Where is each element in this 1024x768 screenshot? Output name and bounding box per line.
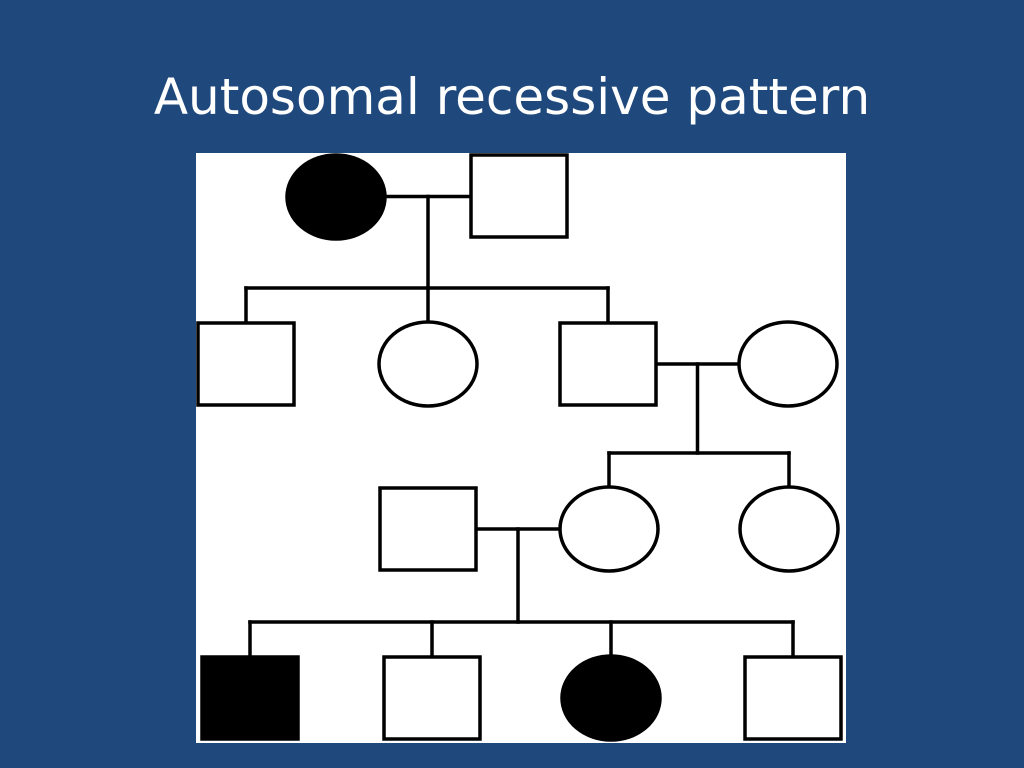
affected-male-iv-1 — [200, 655, 300, 741]
unaffected-male-iv-4 — [743, 655, 843, 741]
unaffected-female-ii-4 — [737, 320, 839, 408]
affected-female-i-1 — [285, 153, 387, 241]
pedigree-diagram — [196, 153, 843, 742]
unaffected-female-iii-2 — [558, 485, 660, 573]
slide-title: Autosomal recessive pattern — [153, 68, 871, 126]
unaffected-male-i-2 — [469, 153, 569, 239]
unaffected-female-iii-3 — [738, 485, 840, 573]
unaffected-male-ii-1 — [196, 321, 296, 407]
unaffected-male-iii-1 — [378, 486, 478, 572]
affected-female-iv-3 — [560, 654, 662, 742]
unaffected-male-ii-3 — [558, 321, 658, 407]
unaffected-female-ii-2 — [377, 320, 479, 408]
unaffected-male-iv-2 — [382, 655, 482, 741]
pedigree-panel — [196, 153, 846, 743]
